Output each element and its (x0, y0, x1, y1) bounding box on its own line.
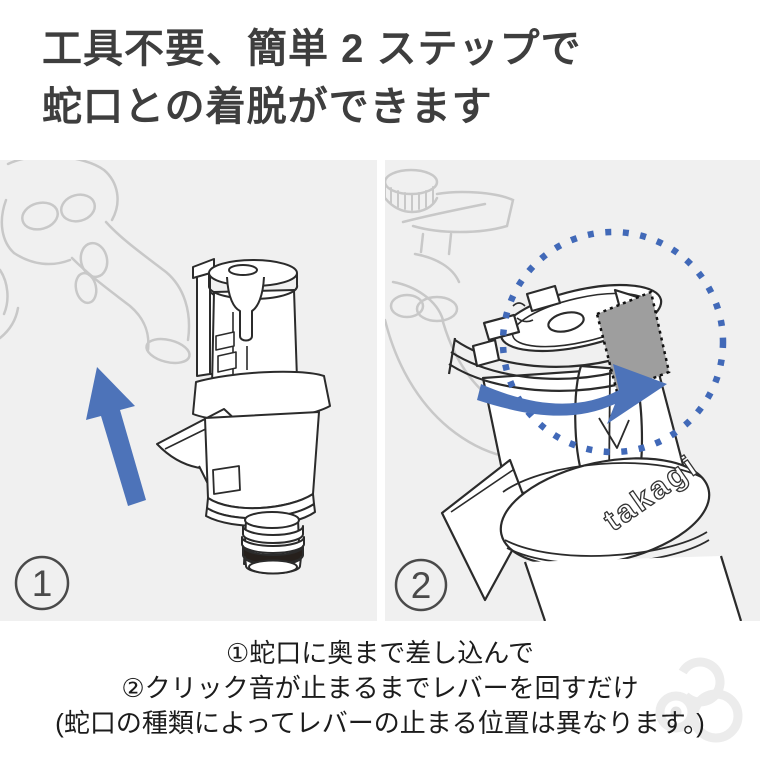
step-1-badge: 1 (14, 555, 70, 611)
step-2-illustration: takagi 2 (385, 168, 743, 621)
step-2-badge: 2 (394, 558, 448, 612)
faucet-outline-illustration (385, 168, 515, 458)
dotted-rotation-circle (499, 228, 727, 456)
rotate-arrow (477, 364, 667, 424)
connector-illustration (156, 258, 331, 575)
step-1-number: 1 (32, 563, 53, 604)
heading: 工具不要、簡単 2 ステップで 蛇口との着脱ができます (42, 20, 581, 136)
step-1-panel: 1 (0, 160, 377, 621)
faucet-outline-illustration (0, 160, 191, 365)
step-2-number: 2 (411, 565, 432, 606)
caption-line-1: ①蛇口に奥まで差し込んで (225, 638, 534, 668)
caption-line-2: ②クリック音が止まるまでレバーを回すだけ (121, 673, 639, 703)
connector-closeup-illustration (440, 283, 743, 621)
heading-line-2: 蛇口との着脱ができます (42, 85, 493, 129)
store-watermark-logo-icon (655, 657, 743, 743)
heading-line-1: 工具不要、簡単 2 ステップで (42, 27, 582, 71)
insert-up-arrow (86, 367, 146, 506)
caption-line-3: (蛇口の種類によってレバーの止まる位置は異なります。) (55, 708, 705, 738)
caption: ①蛇口に奥まで差し込んで ②クリック音が止まるまでレバーを回すだけ (蛇口の種類… (0, 636, 760, 741)
step-1-illustration: 1 (0, 160, 331, 611)
step-2-panel: takagi 2 (385, 160, 760, 621)
